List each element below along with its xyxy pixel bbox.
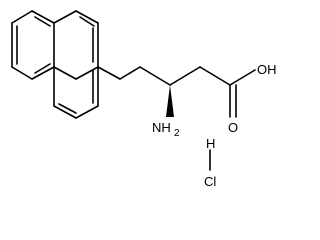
amine-label: NH: [152, 120, 171, 135]
carbonyl-oxygen-label: O: [228, 120, 238, 135]
molecule-diagram: OH O NH 2 H Cl: [11, 10, 277, 189]
amine-subscript: 2: [174, 128, 180, 139]
structure-drawing: OH O NH 2 H Cl: [11, 10, 277, 189]
stereo-wedge-bond: [166, 85, 174, 117]
naphthalene-lower-ring: [53, 66, 121, 119]
hydroxyl-label: OH: [257, 62, 277, 77]
side-chain: [119, 66, 256, 118]
naphthalene-left-ring: [11, 10, 55, 80]
chlorine-label: Cl: [204, 174, 216, 189]
hydrogen-label: H: [206, 136, 215, 151]
naphthalene-right-ring: [53, 10, 99, 80]
